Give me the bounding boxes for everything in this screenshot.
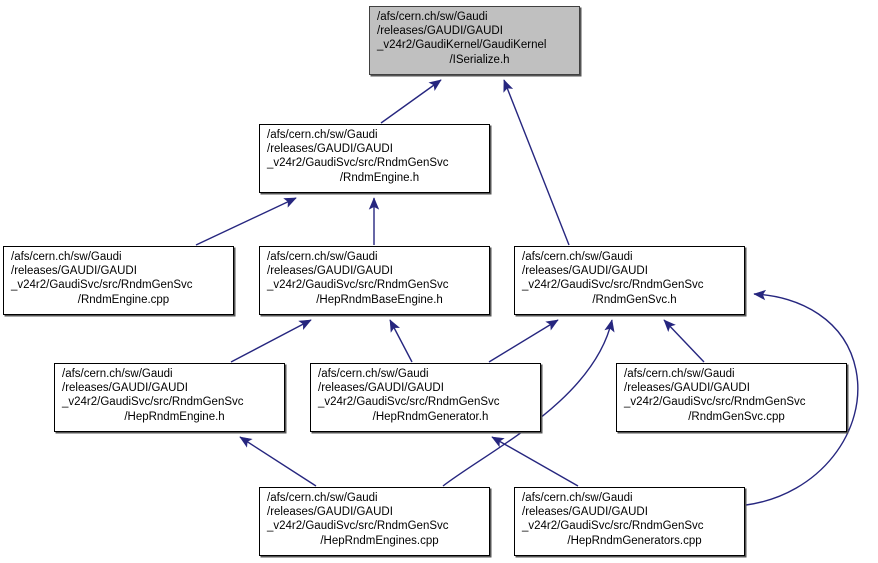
edge-arrowhead bbox=[753, 289, 767, 301]
node-heprndmengines-cpp[interactable]: /afs/cern.ch/sw/Gaudi/releases/GAUDI/GAU… bbox=[259, 487, 490, 556]
node-rndmgensvc-h[interactable]: /afs/cern.ch/sw/Gaudi/releases/GAUDI/GAU… bbox=[514, 246, 745, 315]
node-label-line: _v24r2/GaudiSvc/src/RndmGenSvc bbox=[522, 279, 704, 292]
edge-arrowhead bbox=[428, 79, 442, 92]
node-label-line: /releases/GAUDI/GAUDI bbox=[522, 265, 648, 278]
node-label-line: /RndmGenSvc.cpp bbox=[688, 410, 785, 423]
node-label-line: _v24r2/GaudiSvc/src/RndmGenSvc bbox=[267, 157, 449, 170]
edge-rndmgensvc-cpp-to-rndmgensvc-h bbox=[663, 319, 705, 363]
edge-arrowhead bbox=[604, 319, 615, 333]
node-label-line: /releases/GAUDI/GAUDI bbox=[624, 382, 750, 395]
node-label-line: /afs/cern.ch/sw/Gaudi bbox=[377, 11, 488, 23]
node-label-line: /afs/cern.ch/sw/Gaudi bbox=[11, 251, 122, 263]
edge-arrowhead bbox=[503, 79, 514, 93]
edge-arrowhead bbox=[389, 319, 401, 333]
node-label-line: /afs/cern.ch/sw/Gaudi bbox=[267, 251, 378, 263]
edge-arrowhead bbox=[491, 436, 505, 448]
node-label-line: /releases/GAUDI/GAUDI bbox=[267, 265, 393, 278]
edge-rndmgensvc-h-to-iserialize bbox=[503, 79, 570, 246]
node-label-line: /releases/GAUDI/GAUDI bbox=[62, 382, 188, 395]
node-heprndmgenerators-cpp[interactable]: /afs/cern.ch/sw/Gaudi/releases/GAUDI/GAU… bbox=[514, 487, 745, 556]
edge-arrowhead bbox=[368, 197, 380, 210]
node-label-line: /ISerialize.h bbox=[449, 53, 510, 66]
node-label-line: /afs/cern.ch/sw/Gaudi bbox=[62, 368, 173, 380]
node-label-line: _v24r2/GaudiSvc/src/RndmGenSvc bbox=[318, 396, 500, 409]
node-label-line: /afs/cern.ch/sw/Gaudi bbox=[624, 368, 735, 380]
node-label-line: /releases/GAUDI/GAUDI bbox=[267, 143, 393, 156]
edge-heprndmgenerators-cpp-to-heprndmgenerator-h bbox=[491, 436, 579, 487]
edge-heprndmengine-h-to-heprndmbaseengine-h bbox=[230, 319, 312, 363]
edge-rndmengine-h-to-iserialize bbox=[380, 79, 442, 124]
node-label-line: /RndmGenSvc.h bbox=[592, 293, 677, 306]
node-iserialize-h[interactable]: /afs/cern.ch/sw/Gaudi/releases/GAUDI/GAU… bbox=[369, 6, 580, 75]
node-label-line: /afs/cern.ch/sw/Gaudi bbox=[522, 251, 633, 263]
node-label-line: _v24r2/GaudiSvc/src/RndmGenSvc bbox=[267, 520, 449, 533]
node-heprndmengine-h[interactable]: /afs/cern.ch/sw/Gaudi/releases/GAUDI/GAU… bbox=[54, 363, 285, 432]
node-label-line: /HepRndmGenerator.h bbox=[372, 410, 489, 423]
node-label-line: /releases/GAUDI/GAUDI bbox=[11, 265, 137, 278]
node-label-line: _v24r2/GaudiSvc/src/RndmGenSvc bbox=[62, 396, 244, 409]
node-label-line: _v24r2/GaudiSvc/src/RndmGenSvc bbox=[624, 396, 806, 409]
node-label-line: /HepRndmBaseEngine.h bbox=[316, 293, 443, 306]
node-label-line: _v24r2/GaudiSvc/src/RndmGenSvc bbox=[522, 520, 704, 533]
node-label-line: /afs/cern.ch/sw/Gaudi bbox=[267, 129, 378, 141]
node-label-line: /RndmEngine.h bbox=[339, 171, 420, 184]
node-label-line: /HepRndmEngine.h bbox=[124, 410, 225, 423]
node-rndmengine-cpp[interactable]: /afs/cern.ch/sw/Gaudi/releases/GAUDI/GAU… bbox=[3, 246, 234, 315]
node-rndmengine-h[interactable]: /afs/cern.ch/sw/Gaudi/releases/GAUDI/GAU… bbox=[259, 124, 490, 193]
edge-arrowhead bbox=[283, 197, 297, 208]
edge-heprndmengines-cpp-to-heprndmengine-h bbox=[239, 436, 317, 487]
node-label-line: /afs/cern.ch/sw/Gaudi bbox=[522, 492, 633, 504]
node-heprndmgenerator-h[interactable]: /afs/cern.ch/sw/Gaudi/releases/GAUDI/GAU… bbox=[310, 363, 541, 432]
edge-arrowhead bbox=[663, 319, 676, 333]
node-label-line: /afs/cern.ch/sw/Gaudi bbox=[318, 368, 429, 380]
node-label-line: /releases/GAUDI/GAUDI bbox=[267, 506, 393, 519]
node-rndmgensvc-cpp[interactable]: /afs/cern.ch/sw/Gaudi/releases/GAUDI/GAU… bbox=[616, 363, 847, 432]
node-label-line: _v24r2/GaudiSvc/src/RndmGenSvc bbox=[11, 279, 193, 292]
node-label-line: /releases/GAUDI/GAUDI bbox=[318, 382, 444, 395]
edge-heprndmgenerator-h-to-rndmgensvc-h bbox=[488, 319, 559, 363]
node-label-line: _v24r2/GaudiSvc/src/RndmGenSvc bbox=[267, 279, 449, 292]
node-label-line: /HepRndmEngines.cpp bbox=[320, 534, 439, 547]
node-label-line: /afs/cern.ch/sw/Gaudi bbox=[267, 492, 378, 504]
edge-arrowhead bbox=[545, 319, 559, 331]
edge-heprndmgenerator-h-to-heprndmbaseengine-h bbox=[389, 319, 413, 363]
edge-heprndmbaseengine-h-to-rndmengine-h bbox=[368, 197, 380, 245]
node-label-line: _v24r2/GaudiKernel/GaudiKernel bbox=[377, 39, 547, 52]
edge-rndmengine-cpp-to-rndmengine-h bbox=[195, 197, 297, 246]
node-label-line: /HepRndmGenerators.cpp bbox=[567, 534, 702, 547]
node-label-line: /releases/GAUDI/GAUDI bbox=[522, 506, 648, 519]
edge-arrowhead bbox=[298, 319, 312, 331]
node-label-line: /RndmEngine.cpp bbox=[77, 293, 170, 306]
node-heprndmbaseengine-h[interactable]: /afs/cern.ch/sw/Gaudi/releases/GAUDI/GAU… bbox=[259, 246, 490, 315]
edge-arrowhead bbox=[239, 436, 253, 448]
node-label-line: /releases/GAUDI/GAUDI bbox=[377, 25, 503, 38]
